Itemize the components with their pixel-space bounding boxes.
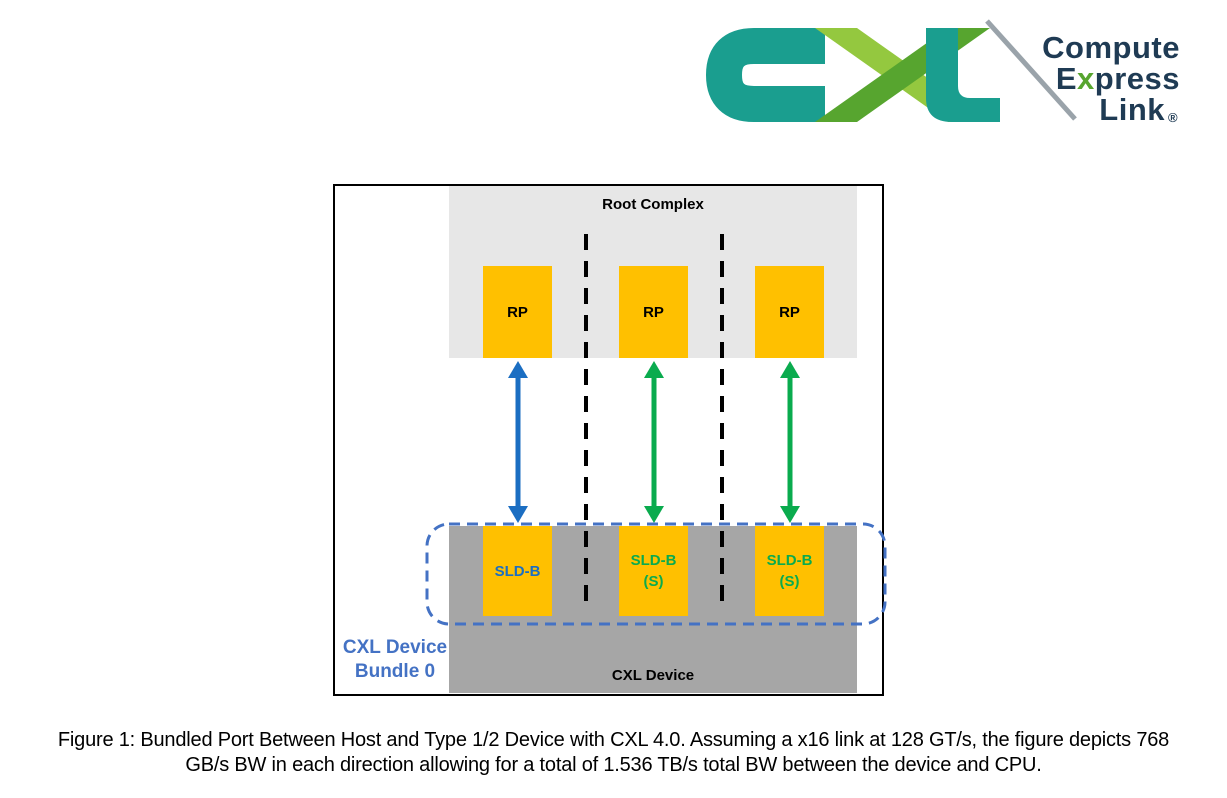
partition-dashed-line xyxy=(720,234,724,612)
registered-mark: ® xyxy=(1168,110,1178,125)
logo-slash xyxy=(985,19,1077,121)
rp-box-1: RP xyxy=(483,266,552,358)
root-complex-label: Root Complex xyxy=(602,196,704,213)
bundle-label-line-2: Bundle 0 xyxy=(354,661,436,682)
sld-b-box-1: SLD-B xyxy=(483,526,552,616)
wordmark-line-compute: Compute xyxy=(1042,30,1180,65)
rp-box-2: RP xyxy=(619,266,688,358)
cxl-device-bundle-outline xyxy=(425,522,887,626)
bidirectional-link-arrow-3 xyxy=(780,361,800,523)
rp-box-3: RP xyxy=(755,266,824,358)
sld-b-box-3: SLD-B (S) xyxy=(755,526,824,616)
logo-letter-c xyxy=(705,28,825,122)
sld-b-box-2: SLD-B (S) xyxy=(619,526,688,616)
figure-caption: Figure 1: Bundled Port Between Host and … xyxy=(0,728,1227,778)
caption-line-1: Figure 1: Bundled Port Between Host and … xyxy=(57,729,1170,751)
sld-b-label: SLD-B xyxy=(766,552,813,569)
sld-b-label: SLD-B xyxy=(630,552,677,569)
partition-dashed-line xyxy=(584,234,588,612)
bidirectional-link-arrow-1 xyxy=(508,361,528,523)
bundle-label: CXL Device Bundle 0 xyxy=(337,636,453,684)
rp-label: RP xyxy=(779,303,800,321)
logo-letter-l xyxy=(926,28,1000,122)
cxl-logo: Compute Express Link ® xyxy=(705,19,1180,127)
diagram-frame: Root Complex CXL Device RP RP RP xyxy=(333,184,887,696)
sld-b-sublabel: (S) xyxy=(643,573,664,590)
caption-line-2: GB/s BW in each direction allowing for a… xyxy=(185,754,1042,776)
bidirectional-link-arrow-2 xyxy=(644,361,664,523)
sld-b-sublabel: (S) xyxy=(779,573,800,590)
wordmark-line-express: Express xyxy=(1056,61,1180,96)
rp-label: RP xyxy=(643,303,664,321)
rp-label: RP xyxy=(507,303,528,321)
bundle-label-line-1: CXL Device xyxy=(342,637,448,658)
wordmark-line-link: Link xyxy=(1099,92,1165,127)
cxl-device-label: CXL Device xyxy=(611,667,695,684)
sld-b-label: SLD-B xyxy=(494,562,541,580)
